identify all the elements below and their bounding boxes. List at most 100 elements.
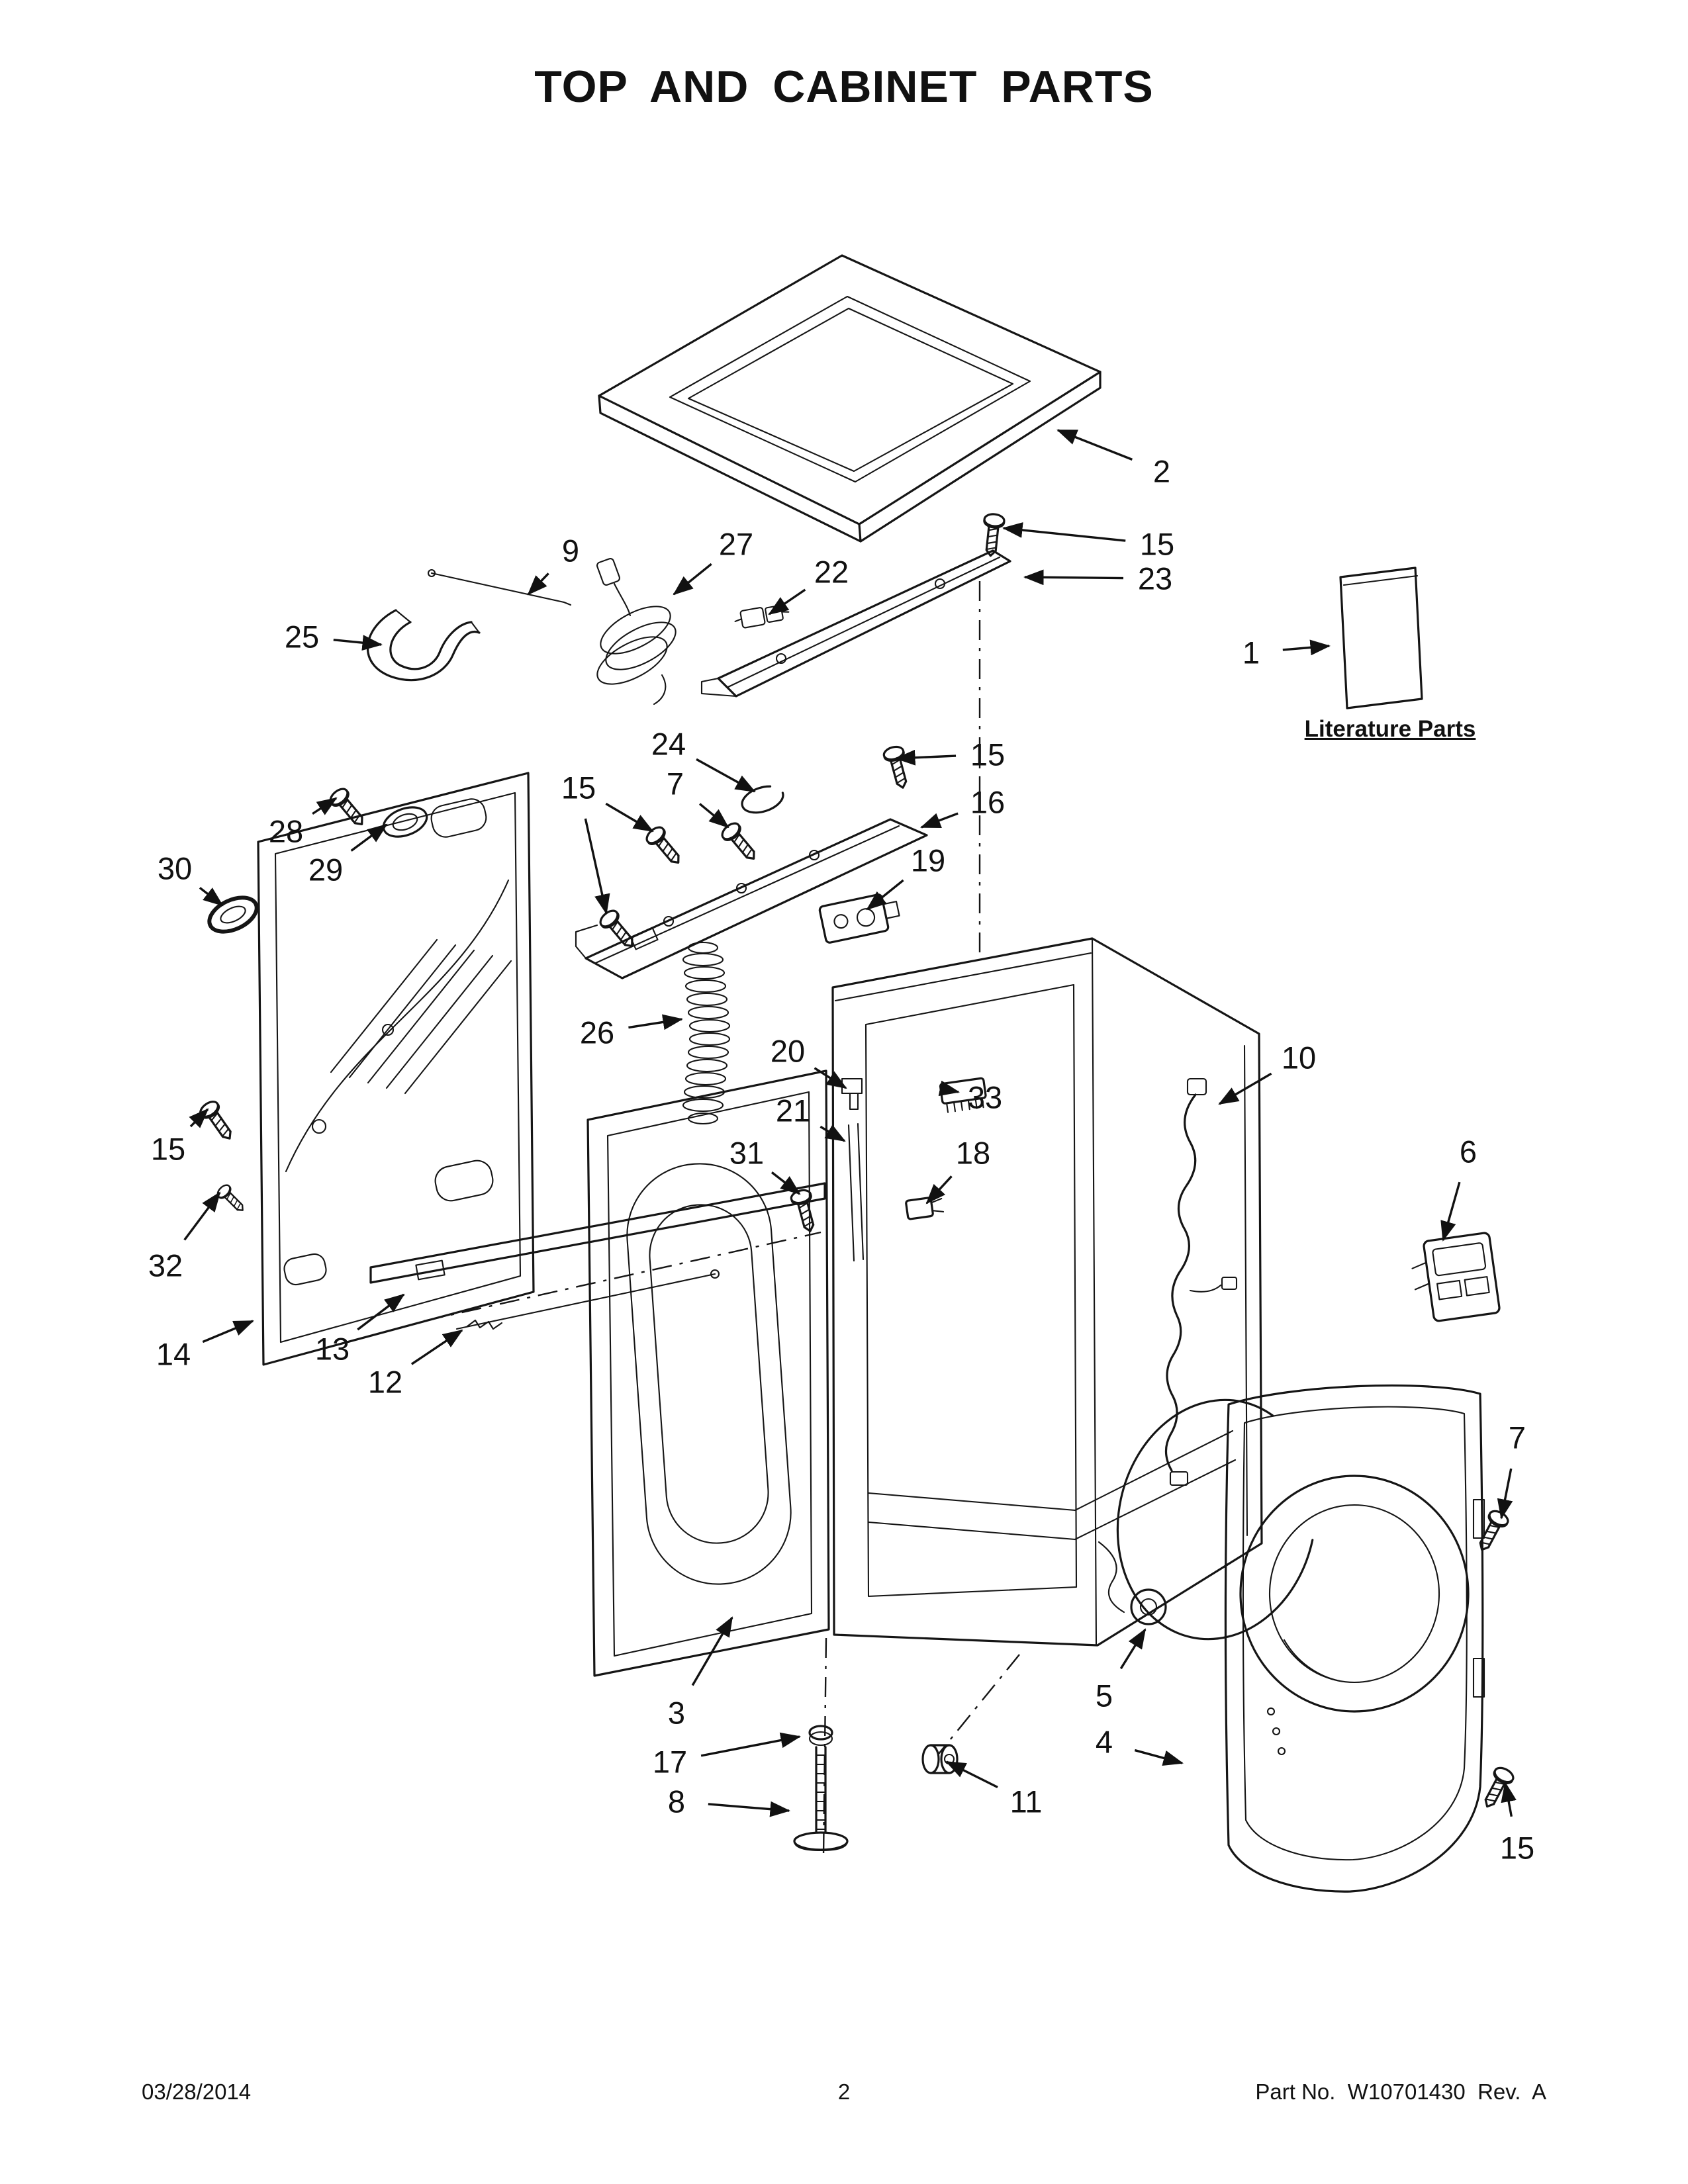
callout-16: 16 <box>970 784 1006 820</box>
callout-2: 2 <box>1152 453 1171 489</box>
leader-line-33 <box>938 1080 961 1097</box>
leader-line-2 <box>1056 429 1133 461</box>
part-cabinet <box>822 937 1263 1857</box>
callout-33: 33 <box>967 1079 1003 1115</box>
callout-17: 17 <box>652 1744 688 1780</box>
callout-14: 14 <box>156 1336 191 1372</box>
leader-line-18 <box>925 1175 953 1205</box>
part-rear-bracket <box>700 549 1011 958</box>
callout-27: 27 <box>718 526 754 562</box>
callout-20: 20 <box>770 1033 806 1069</box>
callout-28: 28 <box>268 813 304 849</box>
leader-line-20 <box>814 1067 847 1089</box>
leader-line-8 <box>708 1801 791 1817</box>
part-antenna <box>427 569 572 606</box>
callout-31: 31 <box>729 1135 765 1171</box>
leader-line-30 <box>199 887 224 907</box>
leader-line-14 <box>202 1320 254 1343</box>
part-roller <box>921 1744 959 1774</box>
leader-line-15 <box>1501 1781 1517 1817</box>
callout-3: 3 <box>667 1695 686 1731</box>
callout-15: 15 <box>150 1131 186 1167</box>
callout-19: 19 <box>910 842 946 878</box>
callout-21: 21 <box>775 1093 811 1128</box>
leader-line-3 <box>691 1616 733 1686</box>
leader-line-5 <box>1119 1628 1147 1670</box>
leader-line-22 <box>768 588 806 615</box>
part-channel-21 <box>847 1122 865 1262</box>
leader-line-23 <box>1023 569 1124 586</box>
part-ring <box>741 785 784 814</box>
callout-15: 15 <box>1139 526 1175 562</box>
part-leveling-foot <box>793 1746 849 1852</box>
leader-line-12 <box>410 1329 463 1365</box>
leader-line-13 <box>357 1293 405 1331</box>
callout-1: 1 <box>1242 635 1260 670</box>
leader-line-15 <box>189 1108 209 1128</box>
leader-line-17 <box>700 1732 802 1757</box>
part-rear-panel <box>257 772 535 1366</box>
callout-4: 4 <box>1095 1724 1113 1760</box>
leader-line-4 <box>1134 1749 1184 1766</box>
leader-line-31 <box>771 1171 801 1195</box>
leader-line-21 <box>820 1124 846 1142</box>
callout-15: 15 <box>1499 1830 1535 1866</box>
callout-11: 11 <box>1009 1784 1043 1819</box>
part-literature-book <box>1339 567 1423 709</box>
leader-line-7 <box>1497 1468 1513 1520</box>
part-valve <box>818 893 900 944</box>
footer-part-number: Part No. W10701430 Rev. A <box>1255 2079 1546 2104</box>
part-switch-18 <box>905 1197 945 1220</box>
leader-line-15 <box>605 802 654 833</box>
leader-line-32 <box>183 1191 221 1241</box>
leader-line-16 <box>920 812 959 829</box>
callout-7: 7 <box>666 766 684 801</box>
part-grommet-30 <box>207 895 259 934</box>
part-hose <box>366 609 481 682</box>
leader-line-15 <box>894 749 957 766</box>
leader-line-27 <box>673 563 712 596</box>
leader-line-15 <box>1002 522 1126 542</box>
leader-line-15 <box>584 818 610 915</box>
leader-line-24 <box>696 758 756 793</box>
leader-line-26 <box>628 1014 684 1030</box>
callout-29: 29 <box>308 852 344 887</box>
callout-12: 12 <box>367 1364 403 1400</box>
part-locknut <box>808 1725 833 1747</box>
leader-line-25 <box>333 635 383 651</box>
part-dispenser <box>1411 1232 1501 1322</box>
part-power-cord <box>596 557 677 705</box>
callout-22: 22 <box>814 554 849 590</box>
callout-leader-lines <box>183 429 1517 1817</box>
part-corrugated-hose <box>682 941 731 1125</box>
leader-line-7 <box>698 803 729 829</box>
callout-24: 24 <box>651 726 686 762</box>
part-console-bracket <box>575 818 928 979</box>
part-shaft <box>455 1269 720 1330</box>
callout-32: 32 <box>148 1248 183 1283</box>
leader-line-29 <box>350 823 388 852</box>
callout-15: 15 <box>970 737 1006 772</box>
part-wire-harness <box>1164 1077 1238 1486</box>
leader-line-10 <box>1218 1072 1272 1105</box>
callout-10: 10 <box>1281 1040 1317 1075</box>
callout-15: 15 <box>561 770 596 805</box>
leader-line-28 <box>312 797 338 815</box>
footer-page-number: 2 <box>837 2079 851 2104</box>
callout-5: 5 <box>1095 1678 1113 1713</box>
leader-line-1 <box>1282 639 1331 656</box>
part-bracket-20 <box>841 1077 863 1111</box>
literature-parts-label: Literature Parts <box>1304 716 1476 742</box>
callout-8: 8 <box>667 1784 686 1819</box>
leader-line-9 <box>527 572 549 596</box>
callout-26: 26 <box>579 1015 615 1050</box>
callout-18: 18 <box>955 1135 991 1171</box>
callout-23: 23 <box>1137 561 1173 596</box>
part-front-panel <box>586 1069 830 1677</box>
part-top-panel <box>598 254 1102 543</box>
part-door-seal <box>1116 1398 1317 1641</box>
page-title: TOP AND CABINET PARTS <box>534 62 1154 112</box>
part-cross-rail <box>369 1182 826 1322</box>
